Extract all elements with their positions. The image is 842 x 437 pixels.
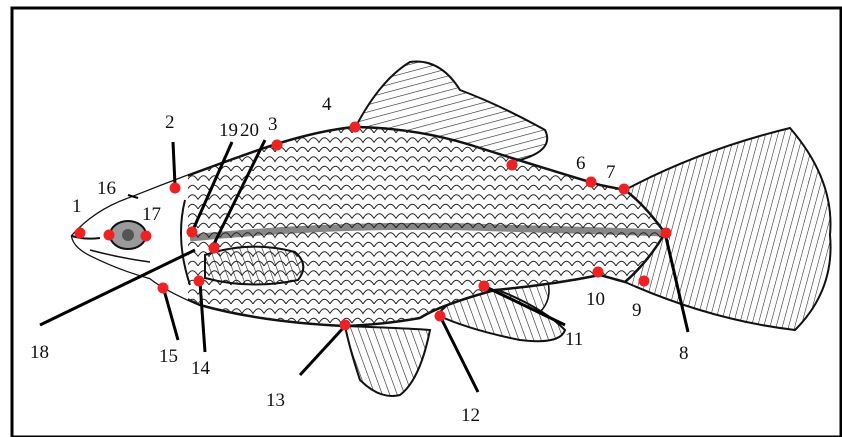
- landmark-dot-1: [75, 228, 86, 239]
- landmark-label-8: 8: [679, 343, 689, 364]
- landmark-dot-2: [170, 183, 181, 194]
- landmark-dot-9: [639, 276, 650, 287]
- landmark-dot-8: [661, 228, 672, 239]
- landmark-label-12: 12: [461, 405, 480, 426]
- landmark-dot-10: [593, 267, 604, 278]
- landmark-label-18: 18: [30, 342, 49, 363]
- landmark-dot-3: [272, 140, 283, 151]
- landmark-label-6: 6: [576, 153, 586, 174]
- landmark-label-13: 13: [266, 390, 285, 411]
- landmark-dot-12: [435, 311, 446, 322]
- landmark-label-14: 14: [191, 358, 211, 379]
- landmark-dot-14: [194, 276, 205, 287]
- landmark-label-19: 19: [219, 120, 238, 141]
- landmark-label-9: 9: [632, 300, 642, 321]
- landmark-label-4: 4: [322, 94, 332, 115]
- landmark-dot-17: [141, 231, 152, 242]
- landmark-label-20: 20: [240, 120, 259, 141]
- landmark-dot-13: [340, 320, 351, 331]
- landmark-dot-15: [158, 283, 169, 294]
- landmark-dot-6: [586, 177, 597, 188]
- landmark-label-17: 17: [142, 204, 161, 225]
- landmark-label-2: 2: [165, 112, 175, 133]
- pectoral-fin: [205, 247, 303, 285]
- landmark-dot-20: [209, 243, 220, 254]
- landmark-label-15: 15: [159, 346, 178, 367]
- landmark-dot-19: [187, 227, 198, 238]
- landmark-dot-5: [507, 160, 518, 171]
- pupil: [122, 229, 134, 241]
- landmark-label-1: 1: [72, 196, 82, 217]
- landmark-dot-7: [619, 184, 630, 195]
- landmark-label-3: 3: [268, 114, 278, 135]
- landmark-dot-11: [479, 281, 490, 292]
- landmark-label-7: 7: [606, 162, 616, 183]
- landmark-label-16: 16: [97, 178, 116, 199]
- landmark-label-11: 11: [565, 329, 583, 350]
- landmark-dot-18: [104, 230, 115, 241]
- landmark-label-10: 10: [586, 289, 605, 310]
- landmark-dot-4: [350, 122, 361, 133]
